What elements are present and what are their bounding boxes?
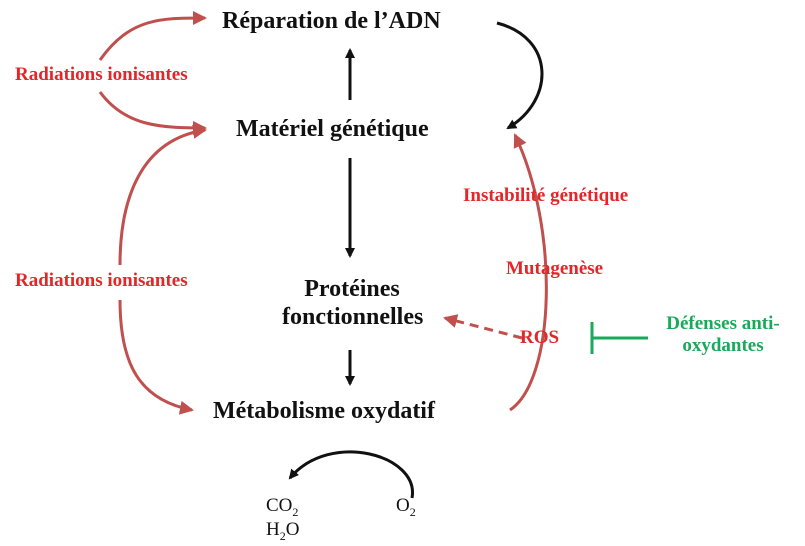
arrow-radiation-to-genetic-top [98, 91, 207, 135]
arrow-repair-to-genetic [496, 21, 544, 130]
label-antioxidant-defenses: Défenses anti- oxydantes [648, 313, 798, 357]
label-genetic-instability: Instabilité génétique [463, 185, 629, 206]
arrow-radiation-to-genetic-middle [118, 124, 207, 266]
label-antioxidant-line2: oxydantes [682, 334, 764, 356]
label-ionizing-top: Radiations ionisantes [15, 64, 188, 85]
label-antioxidant-line1: Défenses anti- [666, 313, 780, 334]
arrow-metabolism-to-genetic [509, 133, 548, 412]
molecule-h2o: H2O [266, 519, 300, 543]
arrow-ros-to-proteins [443, 314, 523, 340]
arrow-o2-to-co2 [288, 450, 414, 499]
molecule-o2: O2 [396, 495, 416, 519]
arrow-radiation-to-repair [98, 11, 207, 61]
node-oxidative-metabolism: Métabolisme oxydatif [213, 398, 435, 424]
node-genetic-material: Matériel génétique [236, 116, 429, 142]
label-mutagenesis: Mutagenèse [506, 258, 604, 279]
label-ionizing-middle: Radiations ionisantes [15, 270, 188, 291]
node-dna-repair: Réparation de l’ADN [222, 8, 441, 34]
arrow-radiation-to-metabolism [118, 299, 194, 415]
molecule-co2: CO2 [266, 495, 299, 519]
label-ros: ROS [520, 327, 560, 348]
node-functional-proteins: Protéines fonctionnelles [282, 276, 424, 331]
node-functional-proteins-line2: fonctionnelles [282, 303, 424, 330]
node-functional-proteins-line1: Protéines [304, 276, 400, 302]
